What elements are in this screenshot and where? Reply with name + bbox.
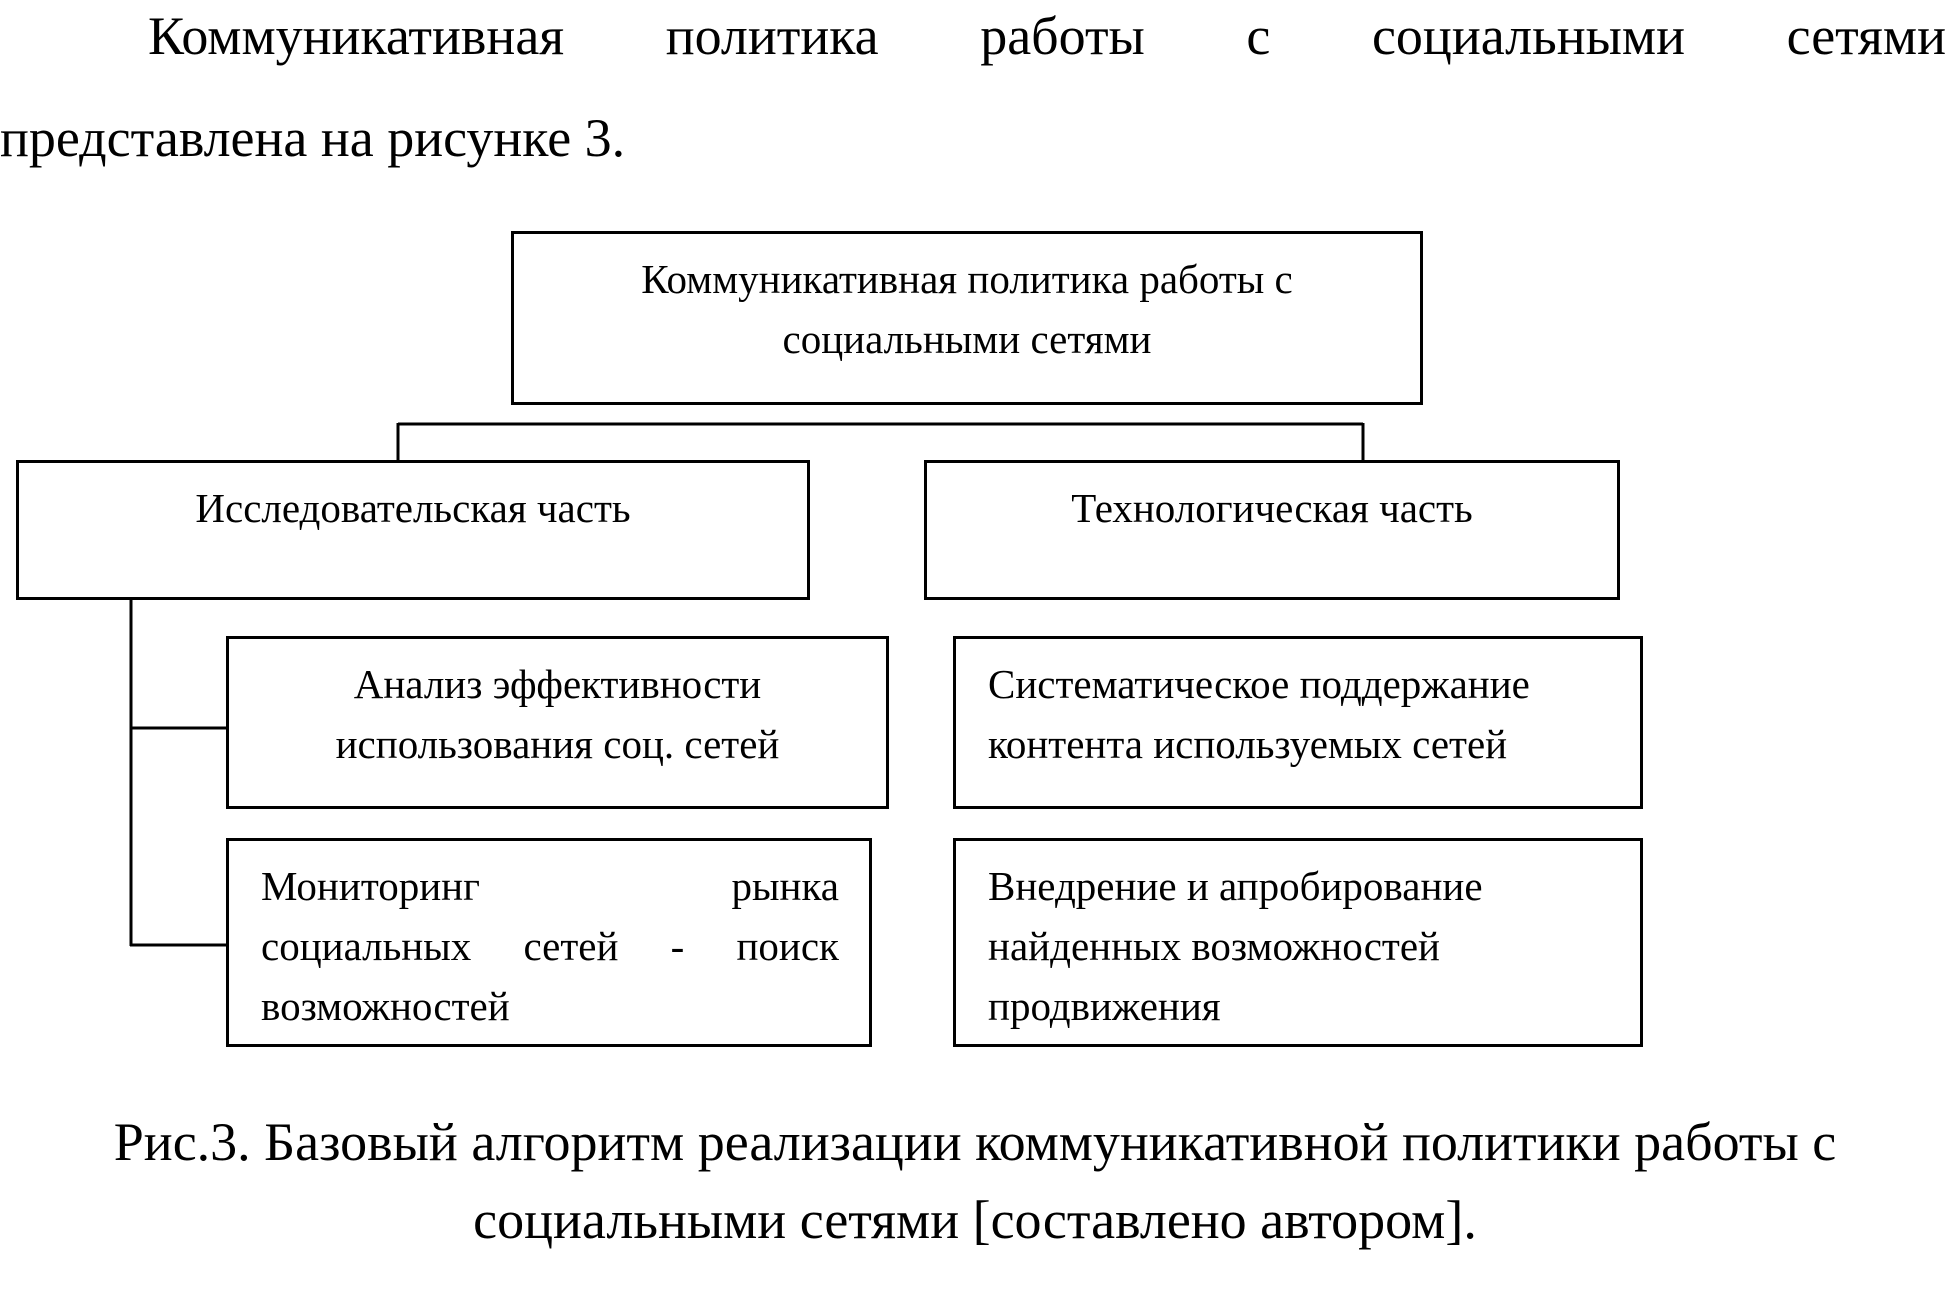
systematic-support-line-1: Систематическое поддержание (988, 661, 1530, 707)
analysis-line-2: использования соц. сетей (335, 721, 780, 767)
paragraph-line-2: представлена на рисунке 3. (0, 108, 626, 168)
paragraph-word: Коммуникативная (148, 6, 565, 66)
paragraph-word: политика (665, 6, 879, 66)
paragraph-word: сетями (1786, 6, 1946, 66)
paragraph-word: работы (980, 6, 1145, 66)
monitoring-word: поиск (736, 923, 839, 969)
root-box: Коммуникативная политика работы с социал… (511, 231, 1423, 405)
monitoring-box: Мониторинг рынка социальных сетей - поис… (226, 838, 872, 1047)
monitoring-word: - (670, 923, 685, 969)
monitoring-word: Мониторинг (261, 863, 480, 909)
root-box-line-1: Коммуникативная политика работы с (641, 256, 1293, 302)
root-box-line-2: социальными сетями (782, 316, 1152, 362)
tech-part-box: Технологическая часть (924, 460, 1620, 600)
research-part-label: Исследовательская часть (195, 485, 631, 531)
tech-part-label: Технологическая часть (1071, 485, 1473, 531)
implementation-line-2: найденных возможностей (988, 923, 1440, 969)
research-part-box: Исследовательская часть (16, 460, 810, 600)
monitoring-line-1: Мониторинг рынка (261, 856, 839, 916)
implementation-line-3: продвижения (988, 983, 1221, 1029)
systematic-support-line-2: контента используемых сетей (988, 721, 1508, 767)
monitoring-line-2: социальных сетей - поиск (261, 916, 839, 976)
implementation-box: Внедрение и апробирование найденных возм… (953, 838, 1643, 1047)
monitoring-word: социальных (261, 923, 472, 969)
systematic-support-box: Систематическое поддержание контента исп… (953, 636, 1643, 809)
analysis-box: Анализ эффективности использования соц. … (226, 636, 889, 809)
paragraph-word: социальными (1371, 6, 1685, 66)
figure-caption-line-2: социальными сетями [составлено автором]. (473, 1190, 1477, 1250)
monitoring-word: рынка (731, 863, 840, 909)
monitoring-line-3: возможностей (261, 983, 510, 1029)
figure-caption-line-1: Рис.3. Базовый алгоритм реализации комму… (113, 1112, 1837, 1172)
paragraph-line-1: Коммуникативная политика работы с социал… (0, 6, 1950, 66)
implementation-line-1: Внедрение и апробирование (988, 863, 1483, 909)
monitoring-word: сетей (523, 923, 619, 969)
paragraph-word: с (1246, 6, 1271, 66)
analysis-line-1: Анализ эффективности (353, 661, 762, 707)
